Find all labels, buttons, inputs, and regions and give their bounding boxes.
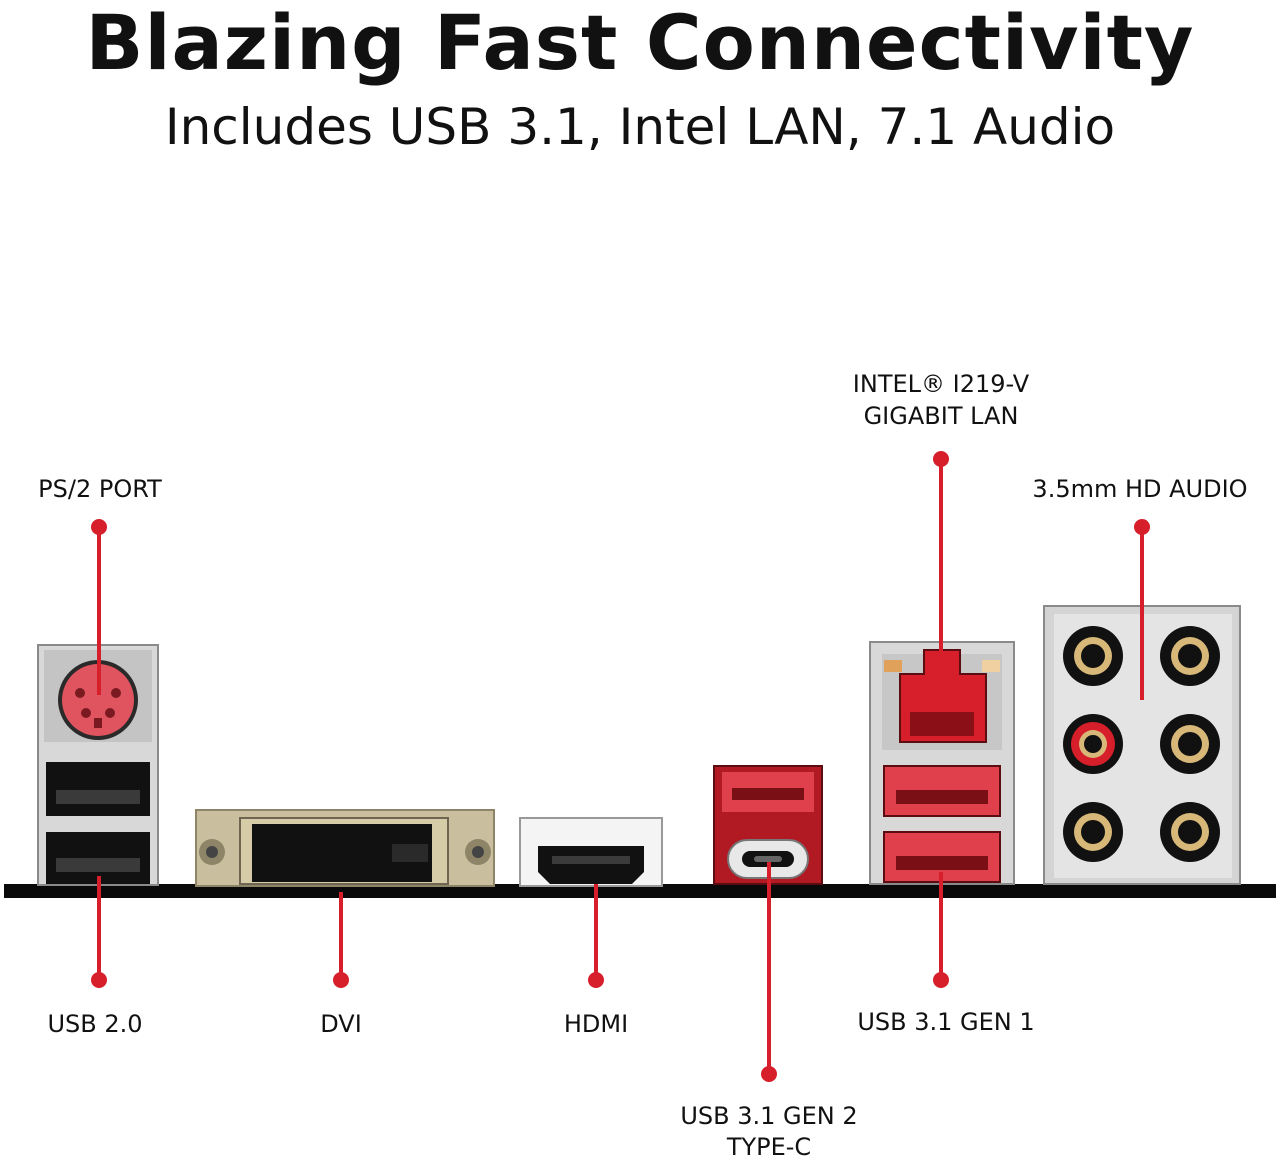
dvi-port-icon	[195, 809, 495, 887]
callout-usb31gen1	[933, 872, 949, 988]
callout-lan	[933, 451, 949, 652]
usb20-port-icon	[46, 762, 150, 884]
label-typec-line2: TYPE-C	[726, 1133, 812, 1161]
label-dvi: DVI	[320, 1010, 362, 1038]
ps2-usb-stack	[37, 644, 159, 886]
usb31-gen1-port-icon	[883, 765, 1001, 883]
label-ps2-port: PS/2 PORT	[38, 475, 162, 503]
callout-typec	[761, 862, 777, 1082]
lan-usb31-stack	[869, 641, 1015, 885]
label-lan-line1: INTEL® I219-V	[852, 370, 1030, 398]
label-usb31-gen1: USB 3.1 GEN 1	[857, 1008, 1035, 1036]
usb-type-c-port-icon	[727, 839, 809, 879]
audio-jack-icon	[1063, 626, 1220, 862]
label-audio: 3.5mm HD AUDIO	[1032, 475, 1248, 503]
label-typec-line1: USB 3.1 GEN 2	[680, 1102, 858, 1130]
label-usb20: USB 2.0	[47, 1010, 143, 1038]
hdmi-port-icon	[519, 817, 663, 887]
callout-ps2	[91, 519, 107, 695]
label-lan-line2: GIGABIT LAN	[863, 402, 1019, 430]
usb31-gen2-stack	[713, 765, 823, 885]
page-title: Blazing Fast Connectivity	[85, 0, 1195, 87]
callout-hdmi	[588, 884, 604, 988]
rj45-lan-port-icon	[882, 649, 1002, 750]
label-hdmi: HDMI	[563, 1010, 629, 1038]
ps2-port-icon	[58, 660, 138, 740]
callout-usb20	[91, 876, 107, 988]
callout-audio	[1134, 519, 1150, 700]
panel-baseline	[4, 884, 1276, 898]
callout-dvi	[333, 892, 349, 988]
page-subtitle: Includes USB 3.1, Intel LAN, 7.1 Audio	[164, 98, 1116, 156]
